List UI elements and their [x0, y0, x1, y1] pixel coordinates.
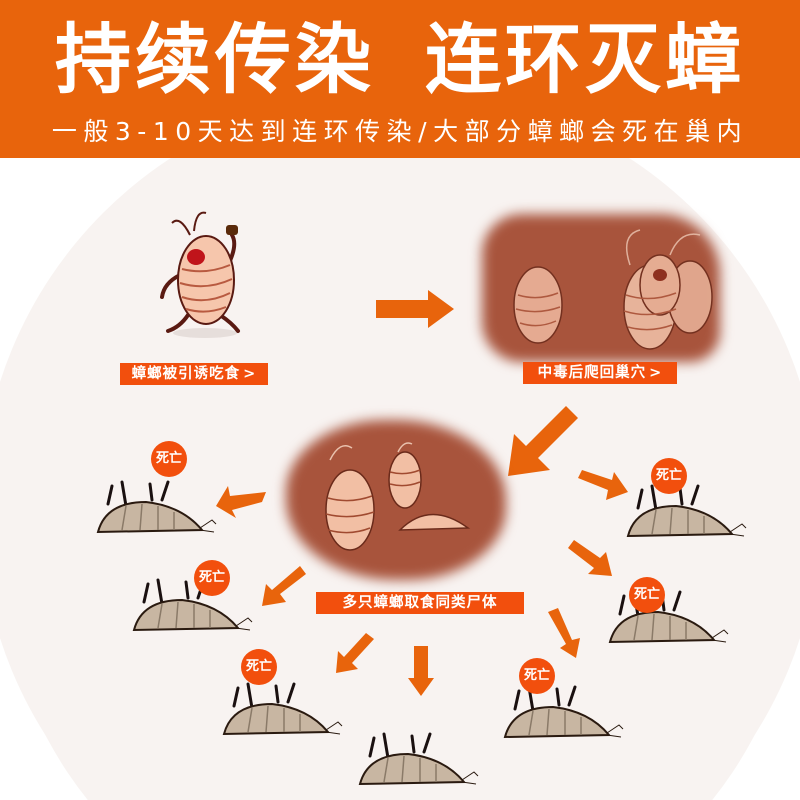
arrow-to-dead-7-icon: [578, 470, 628, 500]
subheadline: 一般3-10天达到连环传染/大部分蟑螂会死在巢内: [51, 117, 749, 146]
arrow-to-dead-4-icon: [408, 646, 434, 696]
arrow-to-dead-6-icon: [568, 540, 612, 576]
dead-cockroach-illustration: [96, 480, 217, 534]
cockroaches-returning-illustration: [513, 229, 713, 350]
dead-cockroach-illustration: [358, 732, 479, 786]
arrow-to-dead-3-icon: [336, 633, 374, 673]
dead-badge: 死亡: [519, 658, 555, 694]
dead-badge: 死亡: [651, 458, 687, 494]
header-banner: 持续传染连环灭蟑 一般3-10天达到连环传染/大部分蟑螂会死在巢内: [0, 0, 800, 158]
dead-badge: 死亡: [241, 649, 277, 685]
chevron-right-icon: >: [649, 365, 663, 381]
dead-badge: 死亡: [194, 560, 230, 596]
cockroaches-feeding-illustration: [325, 442, 471, 551]
arrow-to-dead-1-icon: [216, 486, 266, 518]
headline-right: 连环灭蟑: [425, 15, 745, 104]
arrow-right-icon: [376, 290, 454, 328]
arrow-down-left-icon: [508, 406, 578, 476]
dead-cockroach-illustration: [222, 682, 343, 736]
step-3-label: 多只蟑螂取食同类尸体: [316, 592, 524, 614]
chevron-right-icon: >: [243, 366, 257, 382]
dead-cockroach-illustration: [503, 685, 624, 739]
step-2-label: 中毒后爬回巢穴>: [523, 362, 677, 384]
headline-left: 持续传染: [55, 15, 375, 104]
dead-cockroach-illustration: [132, 578, 253, 632]
arrow-to-dead-5-icon: [548, 608, 580, 658]
arrow-to-dead-2-icon: [262, 566, 306, 606]
dead-badge: 死亡: [629, 577, 665, 613]
dead-cockroach-illustration: [626, 484, 747, 538]
dead-badge: 死亡: [151, 441, 187, 477]
step-1-label: 蟑螂被引诱吃食>: [120, 363, 268, 385]
headline: 持续传染连环灭蟑: [0, 14, 800, 106]
cockroach-eating-illustration: [160, 211, 240, 338]
dead-cockroach-illustration: [608, 590, 729, 644]
